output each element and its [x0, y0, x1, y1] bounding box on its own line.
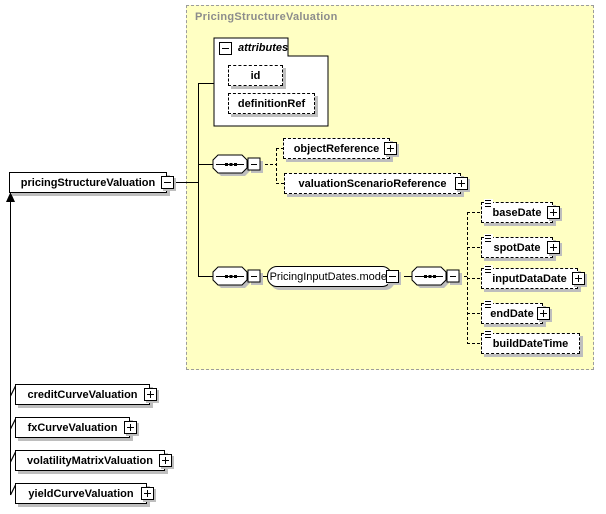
- text-content-icon: [484, 265, 493, 275]
- complex-type-title: PricingStructureValuation: [195, 11, 338, 23]
- element-label: yieldCurveValuation: [28, 487, 134, 500]
- attribute-label: id: [250, 69, 261, 82]
- substitution-branch-creditcurve: [9, 385, 17, 397]
- expand-icon[interactable]: [572, 271, 585, 285]
- element-label: volatilityMatrixValuation: [27, 454, 153, 467]
- model-group-pricinginputdates[interactable]: PricingInputDates.model: [267, 266, 399, 287]
- attributes-group-label: attributes: [238, 42, 289, 54]
- expand-icon[interactable]: [124, 420, 137, 434]
- expand-icon[interactable]: [547, 205, 560, 219]
- element-label: valuationScenarioReference: [298, 177, 447, 190]
- attribute-node-definitionref[interactable]: definitionRef: [228, 93, 315, 114]
- element-label: endDate: [490, 307, 534, 320]
- substitution-branch-volatilitymatrix: [9, 451, 17, 463]
- element-label: baseDate: [492, 206, 542, 219]
- expand-icon[interactable]: [547, 240, 560, 254]
- expand-icon[interactable]: [144, 387, 157, 401]
- element-node-enddate[interactable]: endDate: [481, 300, 550, 324]
- element-node-basedate[interactable]: baseDate: [481, 199, 560, 223]
- text-content-icon: [484, 330, 493, 340]
- element-label: creditCurveValuation: [27, 388, 138, 401]
- substitution-branch-fxcurve: [9, 418, 17, 430]
- sequence-icon[interactable]: [212, 266, 264, 289]
- element-node-valuationscenarioreference[interactable]: valuationScenarioReference: [284, 173, 468, 194]
- attribute-label: definitionRef: [237, 97, 306, 110]
- text-content-icon: [484, 234, 493, 244]
- attribute-node-id[interactable]: id: [228, 65, 283, 86]
- element-node-yieldcurvevaluation[interactable]: yieldCurveValuation: [15, 483, 154, 504]
- element-label: objectReference: [293, 142, 380, 155]
- expand-icon[interactable]: [455, 176, 468, 190]
- element-node-builddatetime[interactable]: buildDateTime: [481, 330, 580, 354]
- collapse-icon[interactable]: [386, 269, 399, 283]
- expand-icon[interactable]: [537, 306, 550, 320]
- element-label: pricingStructureValuation: [20, 176, 156, 189]
- element-node-spotdate[interactable]: spotDate: [481, 234, 560, 258]
- model-group-label: PricingInputDates.model: [269, 270, 390, 283]
- element-node-creditcurvevaluation[interactable]: creditCurveValuation: [15, 384, 157, 405]
- element-label: buildDateTime: [492, 337, 569, 350]
- element-node-inputdatadate[interactable]: inputDataDate: [481, 265, 585, 289]
- expand-icon[interactable]: [141, 486, 154, 500]
- element-node-fxcurvevaluation[interactable]: fxCurveValuation: [15, 417, 137, 438]
- collapse-icon[interactable]: [161, 175, 174, 189]
- text-content-icon: [484, 300, 493, 310]
- substitution-branch-yieldcurve: [9, 484, 17, 496]
- element-node-objectreference[interactable]: objectReference: [283, 138, 397, 159]
- sequence-icon[interactable]: [212, 154, 264, 177]
- element-label: fxCurveValuation: [27, 421, 118, 434]
- sequence-icon[interactable]: [411, 266, 463, 289]
- element-node-pricingstructurevaluation[interactable]: pricingStructureValuation: [9, 172, 174, 193]
- element-label: inputDataDate: [492, 272, 567, 285]
- element-node-volatilitymatrixvaluation[interactable]: volatilityMatrixValuation: [15, 450, 172, 471]
- text-content-icon: [484, 199, 493, 209]
- element-label: spotDate: [493, 241, 541, 254]
- expand-icon[interactable]: [384, 141, 397, 155]
- substitution-arrow-icon: [6, 192, 15, 202]
- expand-icon[interactable]: [159, 453, 172, 467]
- attributes-collapse-icon[interactable]: [219, 42, 232, 55]
